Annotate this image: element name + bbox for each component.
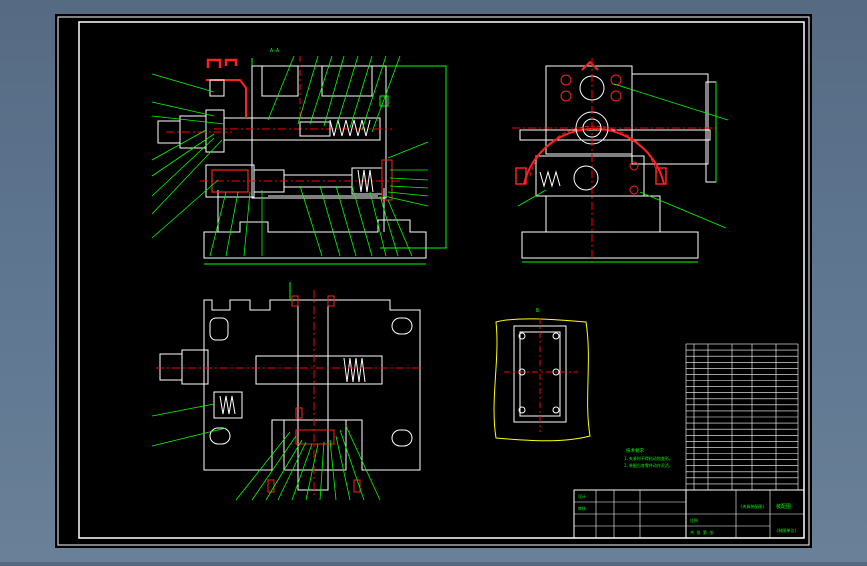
detail-border [493,318,591,442]
side-view [512,58,729,263]
front-leaders-top [267,55,401,133]
notes-heading: 技术要求 [626,447,644,454]
drawing-sheet [55,14,812,548]
section-label: A—A [270,48,279,54]
notes-line-1: 1.夹紧时不得松动和变形。 [624,455,673,461]
top-view [151,282,421,501]
detail-label: B [536,308,539,314]
title-block-check: 审核 [578,505,586,511]
front-handle-clips [206,58,238,68]
notes-line-2: 2.装配后各零件动作灵活。 [624,462,673,468]
title-block-design: 设计 [578,493,586,499]
title-block-school: (制图单位) [776,527,797,533]
top-shaft [255,355,383,385]
detail-view-b [493,318,591,442]
sheet-outer-border [57,16,810,546]
top-center-column [297,299,329,491]
title-block-scale: 比例 [690,517,698,523]
front-leaders-right [383,141,429,207]
top-leaders [151,403,381,501]
front-leaders-bottom [209,185,413,257]
title-block-text: (夹具装配图) 装配图 (制图单位) 比例 共 张 第 张 设计 审核 [578,493,797,535]
title-block-sheet: 共 张 第 张 [690,529,713,535]
title-block [573,489,805,539]
technical-notes: 技术要求 1.夹紧时不得松动和变形。 2.装配后各零件动作灵活。 [624,447,673,468]
front-leaders-left [151,73,225,239]
title-block-drawing-title: (夹具装配图) [740,503,765,509]
front-base [203,219,427,259]
side-clamp-arc [523,127,665,185]
front-view [151,55,447,265]
drawing-frame [78,21,805,539]
front-body [251,65,387,199]
side-leaders [517,83,729,229]
top-body-outline [203,299,421,471]
title-block-drawing-type: 装配图 [776,503,791,510]
